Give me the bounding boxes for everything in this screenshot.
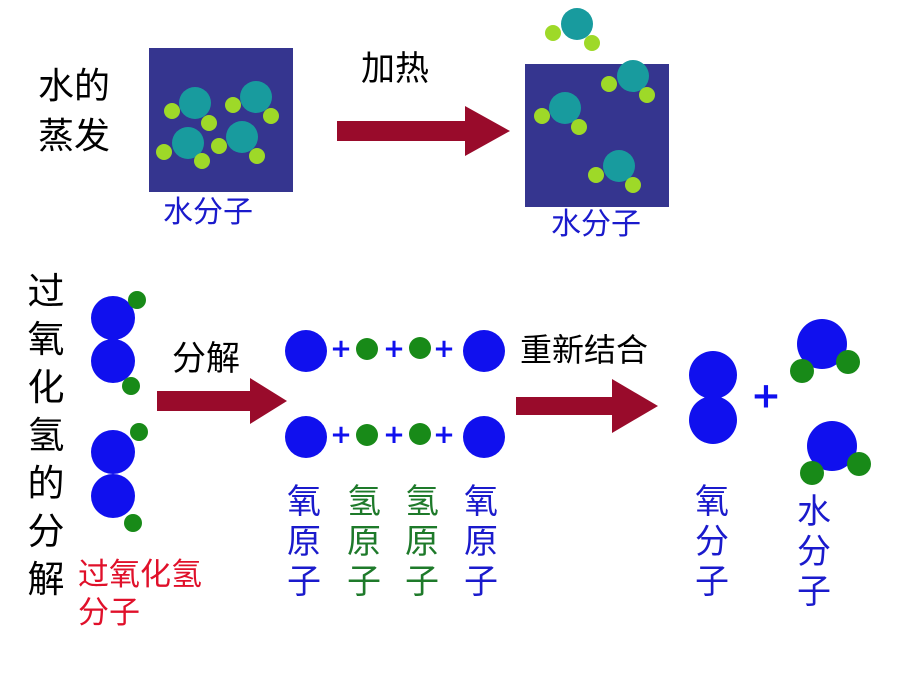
hydrogen-atom-label: 氢原子 bbox=[405, 482, 439, 602]
plus-sign: + bbox=[383, 334, 405, 364]
oxygen-atom bbox=[285, 416, 327, 458]
right-box-background bbox=[525, 64, 669, 207]
plus-sign: + bbox=[330, 334, 352, 364]
hydrogen-atom-label: 氢原子 bbox=[347, 482, 381, 602]
oxygen-atom bbox=[285, 330, 327, 372]
decompose-arrow bbox=[157, 378, 287, 424]
plus-sign: + bbox=[433, 420, 455, 450]
decompose-arrow-label: 分解 bbox=[172, 339, 240, 379]
escaping-water-molecule bbox=[545, 8, 600, 51]
decomposition-title: 过氧化氢的分解 bbox=[27, 270, 65, 601]
evaporation-title: 水的蒸发 bbox=[38, 66, 111, 157]
water-molecule bbox=[534, 92, 587, 135]
plus-sign: + bbox=[433, 334, 455, 364]
recombine-arrow-label: 重新结合 bbox=[520, 331, 649, 369]
right-box-label: 水分子 bbox=[551, 207, 641, 242]
recombine-arrow bbox=[516, 379, 658, 433]
water-molecule-label: 水分子 bbox=[797, 492, 831, 612]
water-molecule bbox=[211, 121, 265, 164]
atom-row-bottom bbox=[285, 416, 505, 458]
water-molecule bbox=[588, 150, 641, 193]
plus-sign: + bbox=[330, 420, 352, 450]
heating-arrow bbox=[337, 106, 510, 156]
left-box-label: 水分子 bbox=[163, 195, 253, 230]
hydrogen-atom bbox=[409, 337, 431, 359]
oxygen-atom-label: 氧原子 bbox=[287, 482, 321, 602]
water-molecule-product bbox=[790, 319, 860, 383]
plus-sign: + bbox=[751, 376, 781, 417]
heating-arrow-label: 加热 bbox=[361, 49, 429, 89]
plus-sign: + bbox=[383, 420, 405, 450]
hydrogen-peroxide-label: 过氧化氢分子 bbox=[78, 557, 202, 631]
atom-row-top bbox=[285, 330, 505, 372]
water-molecule bbox=[164, 87, 217, 131]
hydrogen-atom bbox=[409, 423, 431, 445]
water-molecule-product bbox=[800, 421, 871, 485]
oxygen-atom bbox=[463, 330, 505, 372]
left-water-box bbox=[149, 48, 293, 192]
water-molecule bbox=[225, 81, 279, 124]
hydrogen-peroxide-molecule bbox=[91, 291, 146, 395]
hydrogen-atom bbox=[356, 424, 378, 446]
oxygen-atom bbox=[463, 416, 505, 458]
oxygen-molecule-label: 氧分子 bbox=[695, 482, 729, 602]
hydrogen-atom bbox=[356, 338, 378, 360]
water-molecule bbox=[156, 127, 210, 169]
oxygen-molecule bbox=[689, 351, 737, 444]
hydrogen-peroxide-molecule bbox=[91, 423, 148, 532]
oxygen-atom-label: 氧原子 bbox=[464, 482, 498, 602]
water-molecule bbox=[601, 60, 655, 103]
right-water-box bbox=[525, 60, 669, 207]
